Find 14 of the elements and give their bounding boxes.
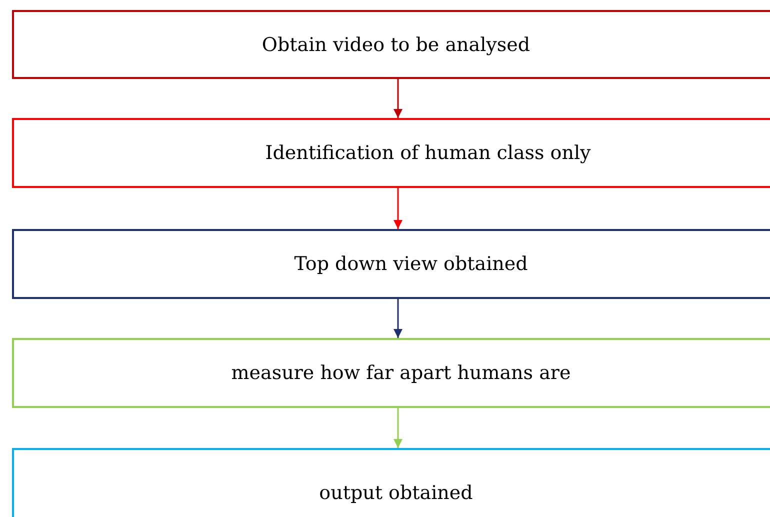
step-text: Obtain video to be analysed [262, 34, 530, 56]
process-box [12, 118, 770, 188]
process-box [12, 338, 770, 408]
arrow [394, 408, 402, 448]
step-text: measure how far apart humans are [231, 362, 571, 384]
process-box [12, 10, 770, 79]
arrow [394, 79, 402, 118]
arrow [394, 299, 402, 338]
arrow [394, 188, 402, 229]
process-box [12, 229, 770, 299]
step-text: Top down view obtained [294, 253, 528, 275]
process-box [12, 448, 770, 517]
step-text: output obtained [319, 482, 473, 504]
step-text: Identification of human class only [265, 142, 591, 164]
